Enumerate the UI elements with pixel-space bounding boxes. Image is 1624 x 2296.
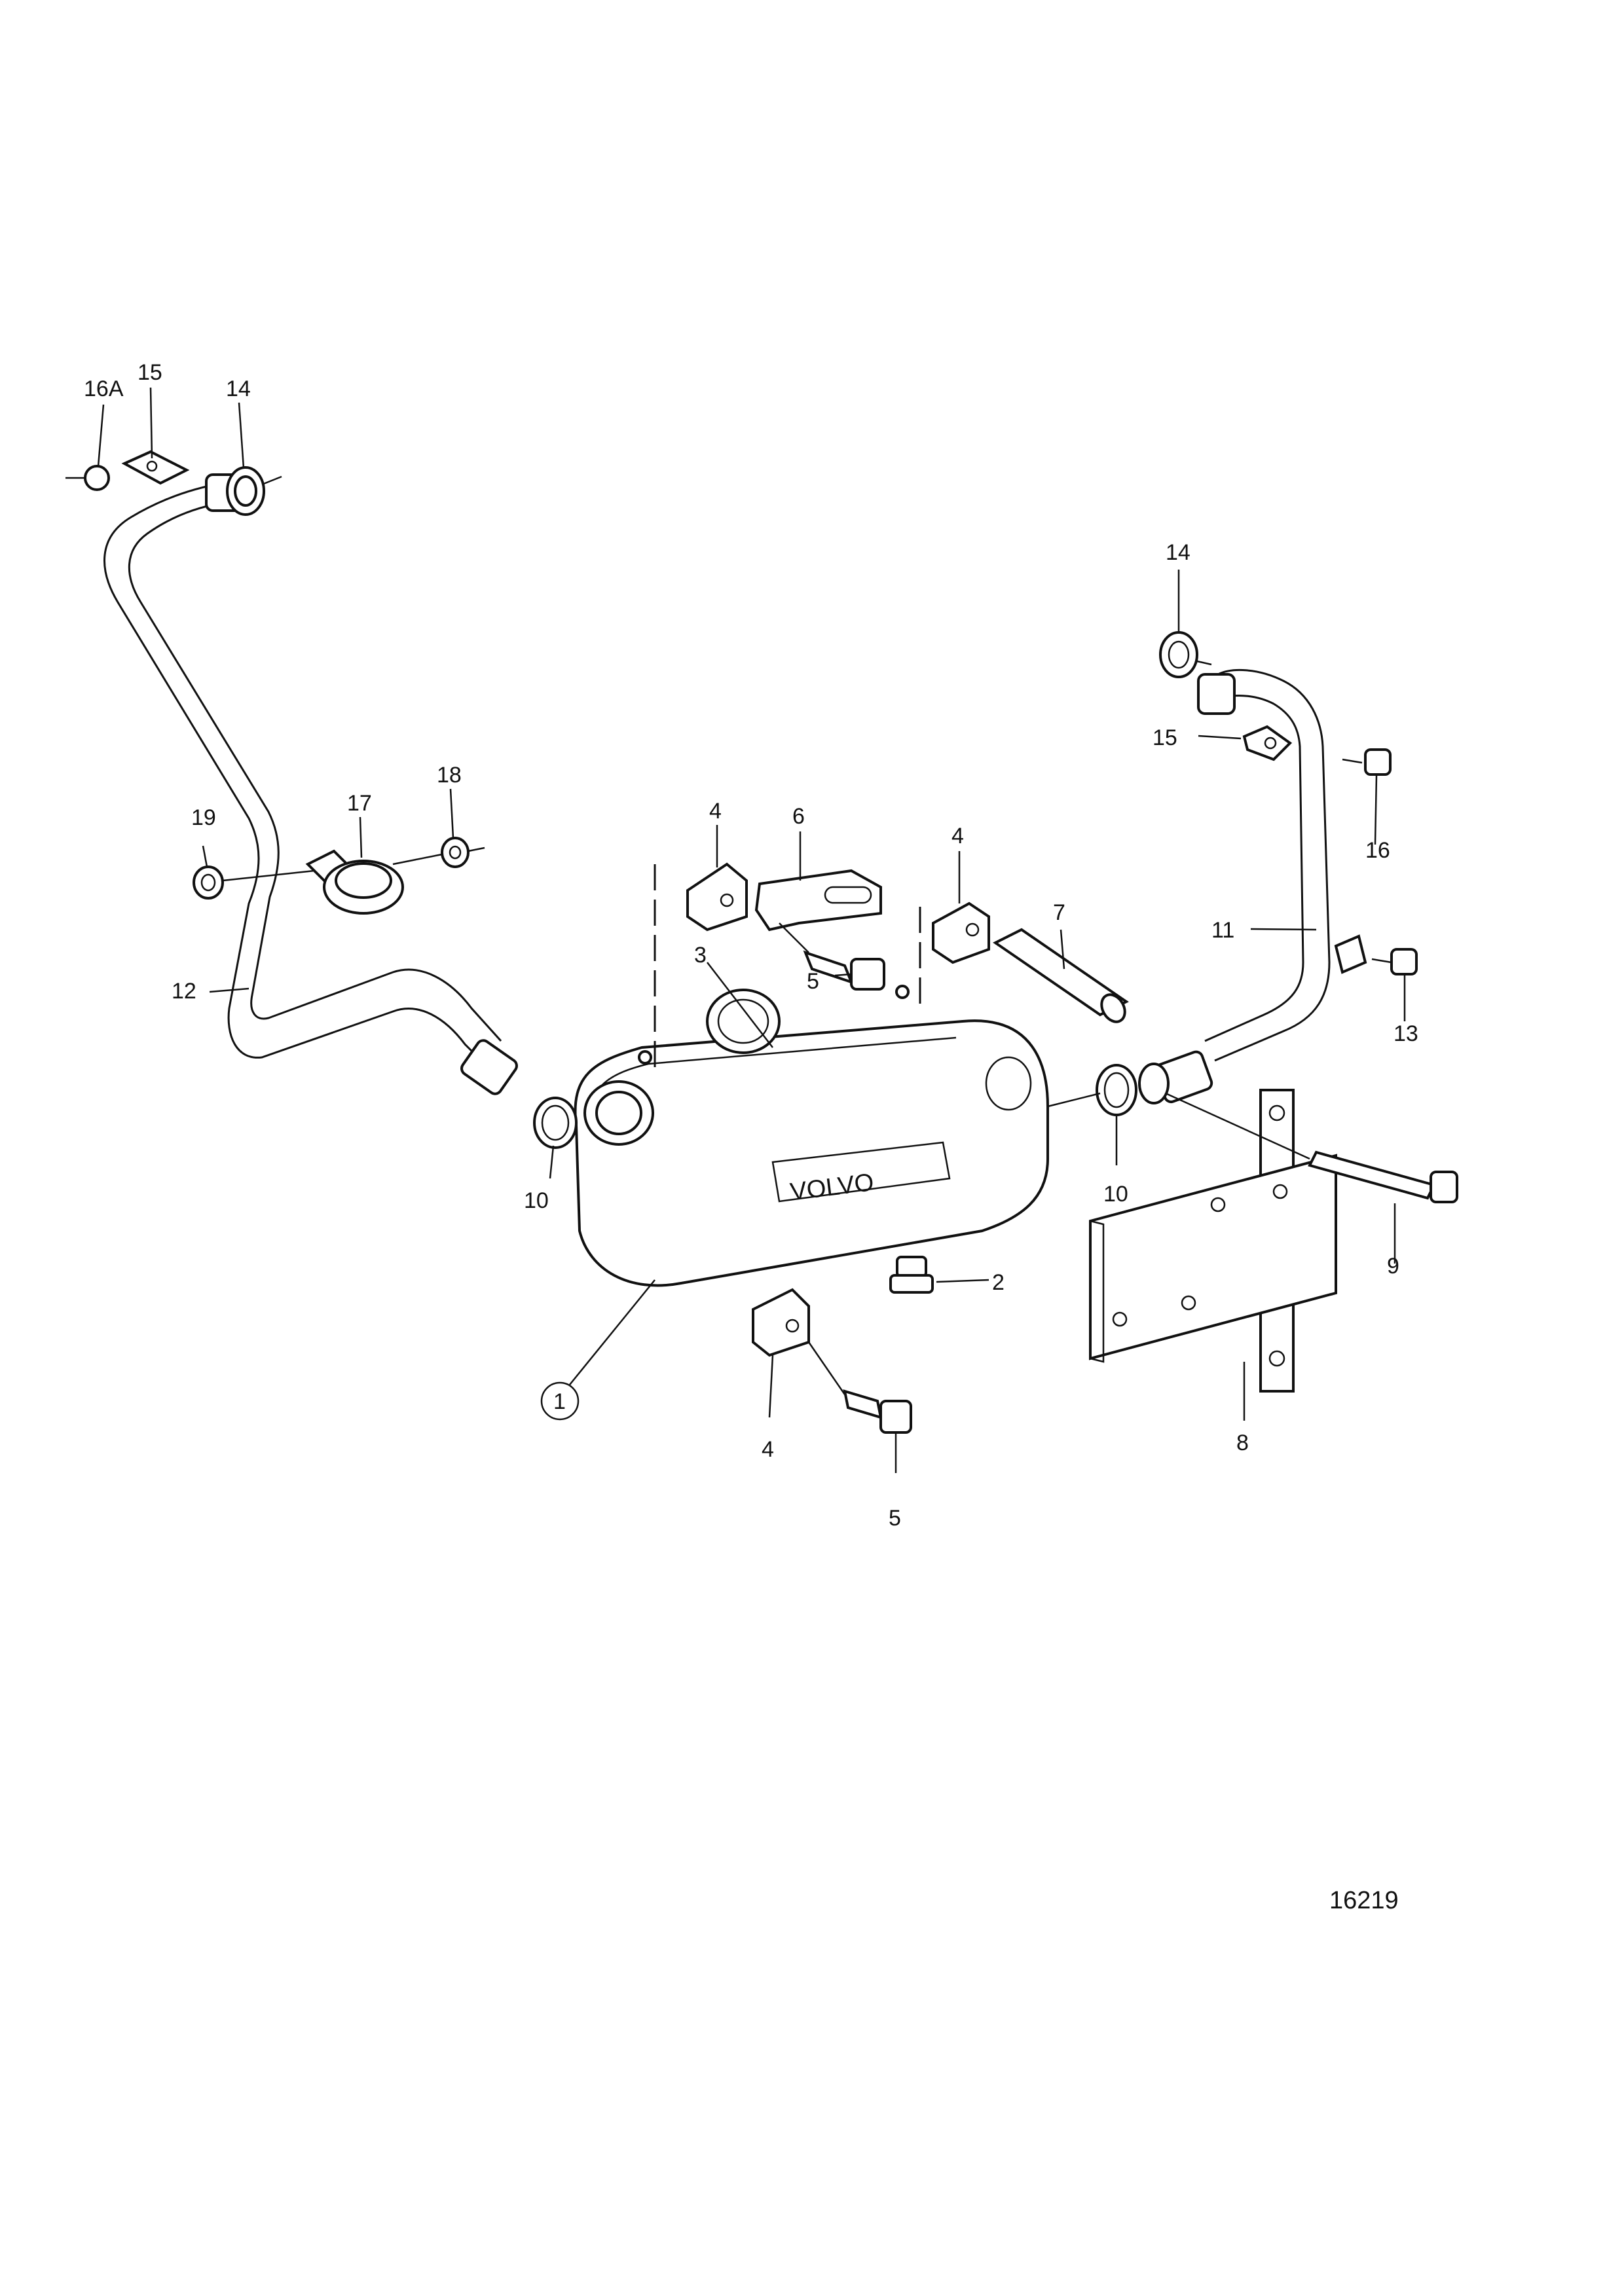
left-pipe: [103, 473, 518, 1095]
seal-rings: [533, 989, 1137, 1149]
drain-plug: [889, 1256, 934, 1294]
label-4-bottom: 4: [762, 1437, 774, 1462]
label-16a: 16A: [84, 376, 124, 401]
label-4-top-right: 4: [951, 824, 964, 848]
mounting-plate: [1089, 1089, 1458, 1393]
label-3: 3: [694, 943, 707, 968]
label-5-bottom: 5: [889, 1506, 901, 1531]
label-8: 8: [1236, 1430, 1249, 1455]
right-pipe: [1138, 669, 1367, 1104]
label-5-top: 5: [807, 969, 819, 994]
label-17: 17: [347, 791, 372, 816]
label-10-right: 10: [1103, 1182, 1128, 1207]
label-6: 6: [792, 804, 805, 829]
mounting-brackets: [638, 862, 990, 1434]
label-15-right: 15: [1153, 725, 1177, 750]
label-13: 13: [1393, 1021, 1418, 1046]
label-4-top-left: 4: [709, 799, 722, 824]
label-11: 11: [1211, 918, 1234, 943]
label-15-left: 15: [138, 360, 162, 385]
callout-labels: 16A 15 14 19 17 18 12 10 1 2 3 4 6 5 4 7…: [84, 360, 1418, 1531]
figure-number: 16219: [1329, 1887, 1399, 1914]
pipe-clamp-assembly: [193, 837, 485, 915]
label-12: 12: [172, 979, 196, 1004]
label-14-right: 14: [1166, 540, 1190, 565]
right-fittings: [1159, 631, 1418, 975]
label-18: 18: [437, 763, 462, 788]
label-16: 16: [1365, 838, 1390, 863]
label-14-left: 14: [226, 376, 251, 401]
label-7: 7: [1053, 900, 1065, 925]
spacer-sleeve: [993, 928, 1129, 1023]
label-2: 2: [992, 1270, 1005, 1295]
callout-circle-1: [540, 1381, 580, 1421]
label-1: 1: [553, 1389, 566, 1414]
label-19: 19: [191, 805, 216, 830]
label-9: 9: [1387, 1254, 1399, 1279]
leader-lines: [97, 387, 1406, 1473]
label-10-left: 10: [524, 1188, 549, 1213]
top-left-fittings: [65, 450, 282, 516]
